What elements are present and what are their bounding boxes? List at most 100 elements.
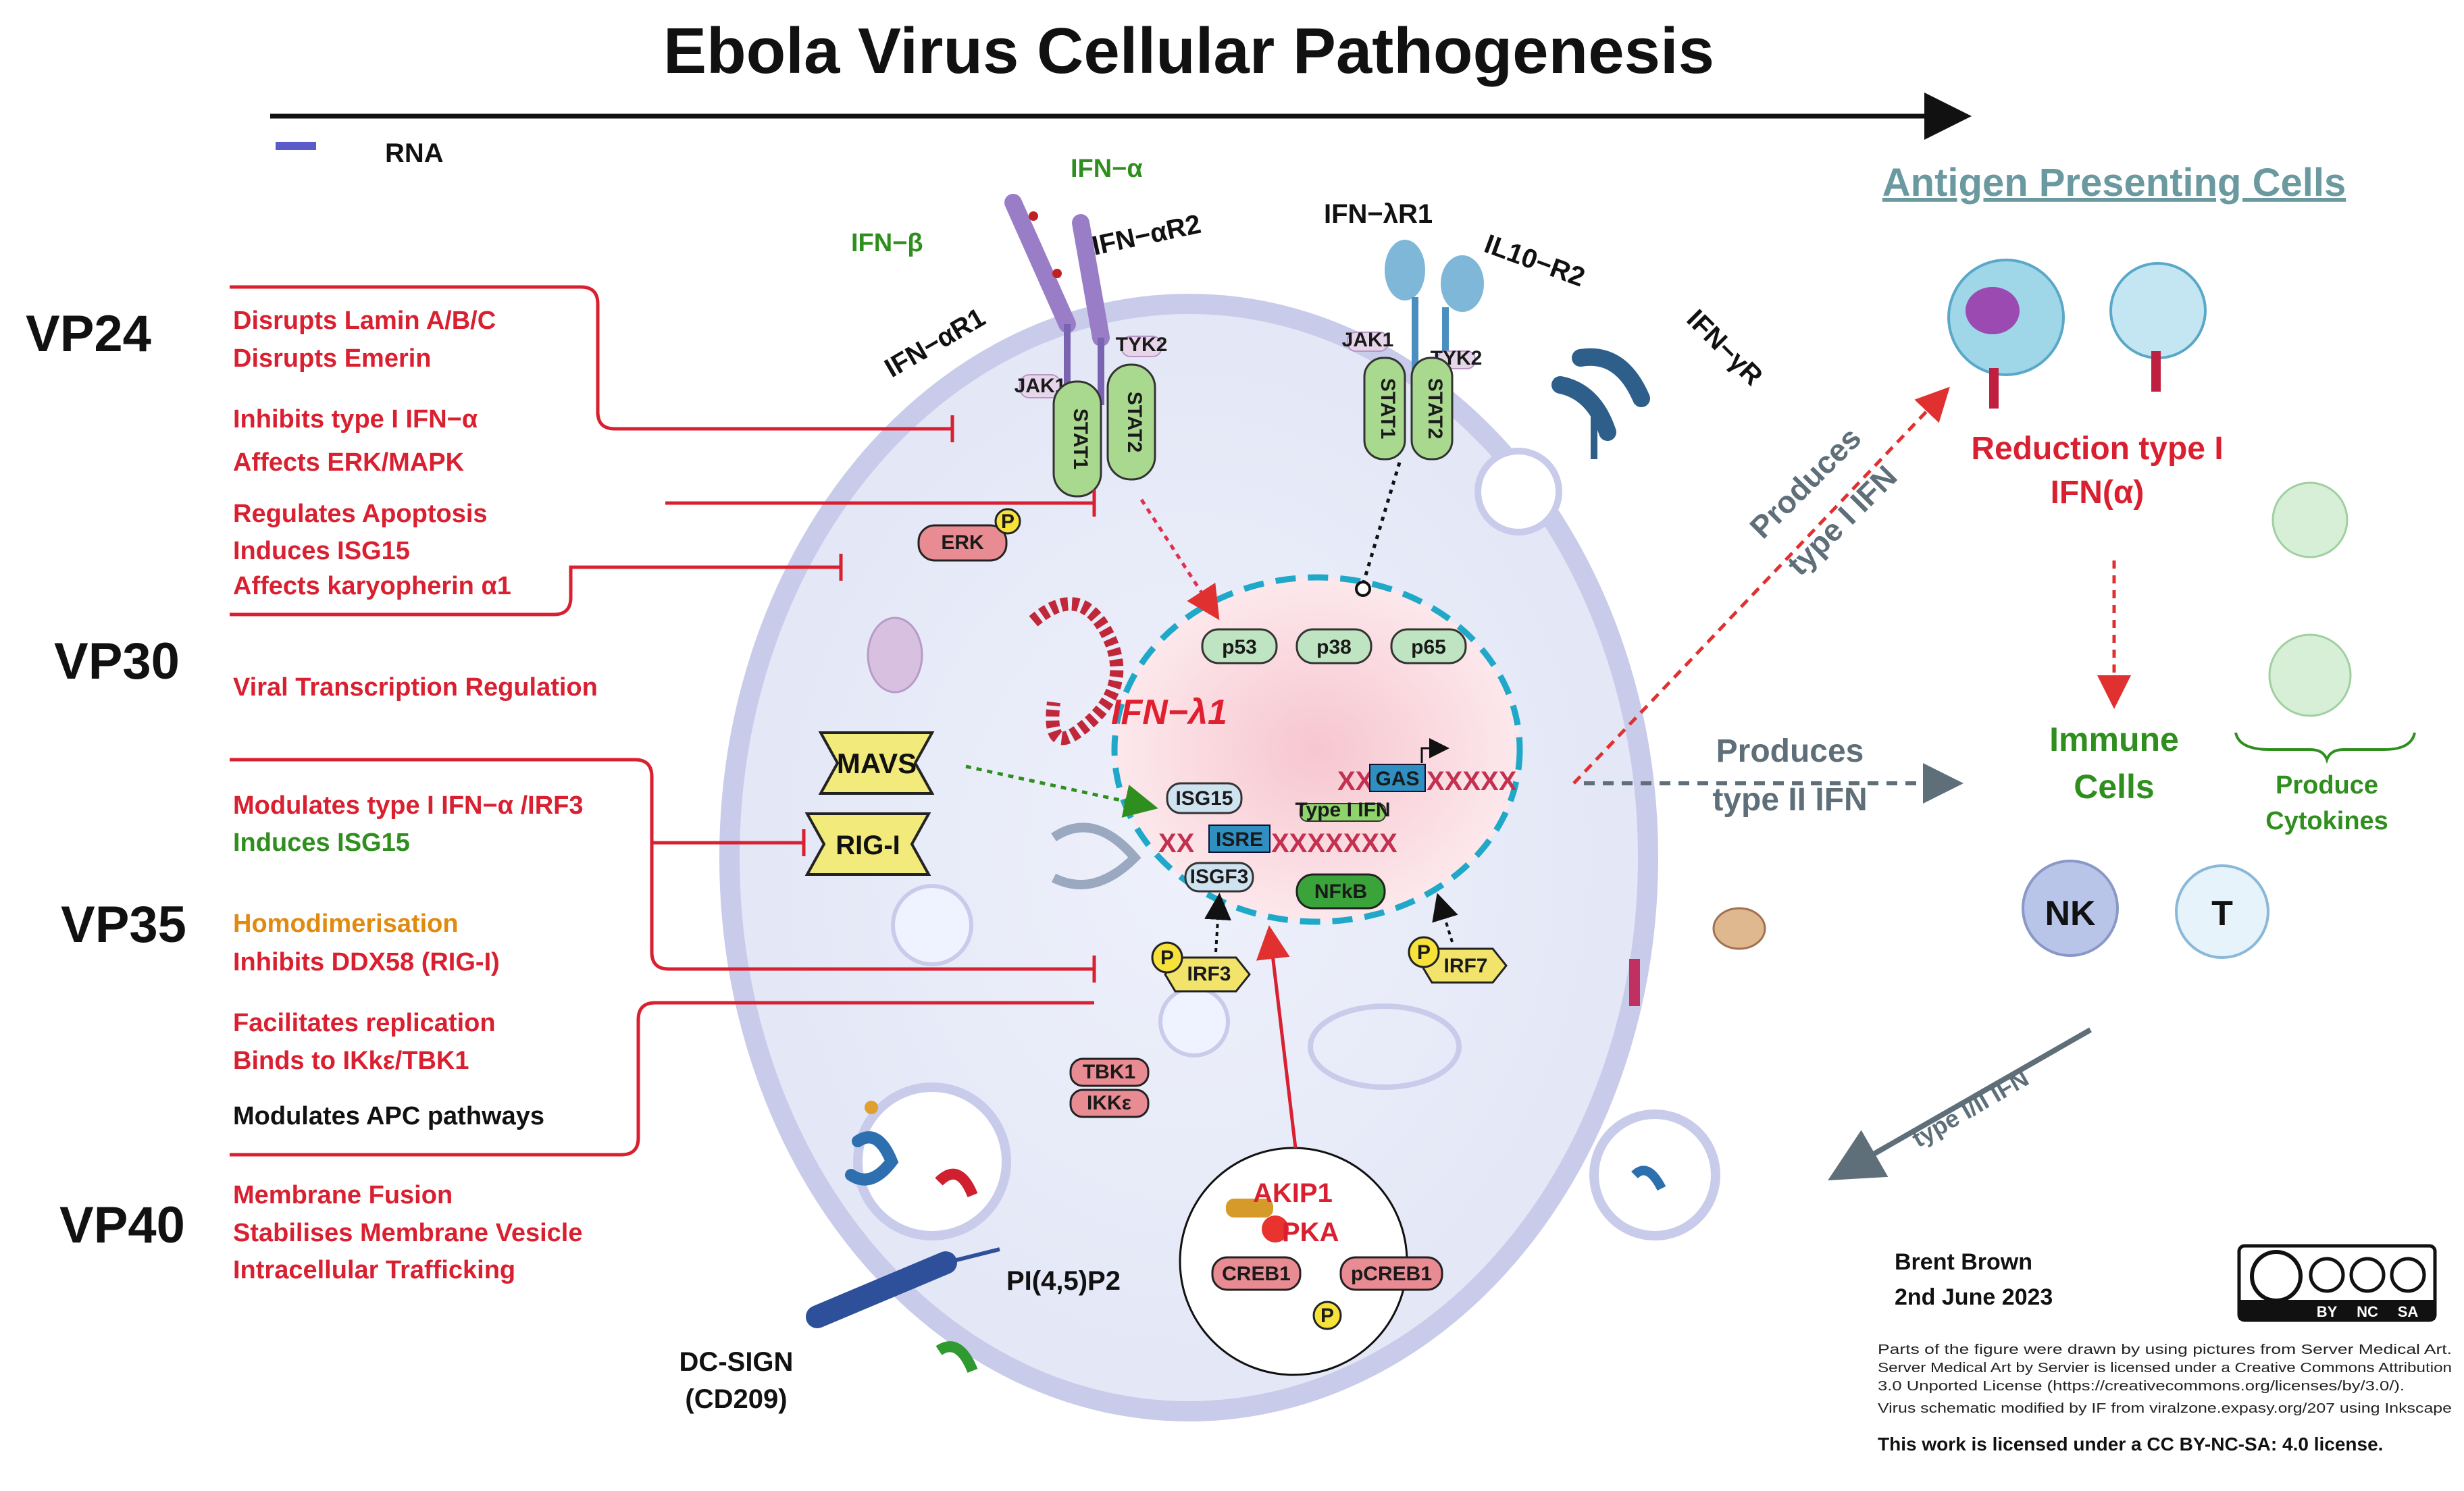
fine-print: Parts of the figure were drawn by using … [1878,1342,2452,1416]
vp40-block: VP40 Membrane Fusion Stabilises Membrane… [59,1181,583,1284]
pcreb1-label: pCREB1 [1351,1263,1432,1285]
dna-isre: XX ISRE XXXXXXX Type I IFN [1158,799,1397,858]
vp30-label: VP30 [54,633,180,690]
fine-print-2: 3.0 Unported License (https://creativeco… [1878,1379,2405,1394]
pka-to-nucleus [1256,925,1298,1149]
golgi-er-organelles [867,597,1141,889]
apc-title: Antigen Presenting Cells [1882,161,2346,205]
stat-to-nucleus-arrow [1139,498,1220,621]
vp40-effect-1: Stabilises Membrane Vesicle [233,1219,583,1247]
fine-print-1: Server Medical Art by Servier is license… [1878,1361,2452,1376]
erk-label: ERK [941,531,984,554]
cc-badge-nc: NC [2357,1303,2378,1320]
vp35-label: VP35 [61,896,186,953]
erk-pill: ERK P [917,508,1021,562]
license-statement: This work is licensed under a CC BY-NC-S… [1878,1434,2383,1455]
nfkb-pill: NFkB [1295,873,1386,910]
dc-sign-label: DC-SIGN [679,1347,794,1377]
stat1-label: STAT1 [1069,409,1092,470]
fine-print-3: Virus schematic modified by IF from vira… [1878,1401,2452,1416]
type-iii-ifn-label: type I/II IFN [1907,1064,2034,1153]
vp40-label: VP40 [59,1197,185,1254]
ifn-lambda-receptor [1385,240,1484,378]
fine-print-0: Parts of the figure were drawn by using … [1878,1342,2452,1357]
isg15-label: ISG15 [1175,787,1233,810]
vp35-effect-1: Induces ISG15 [233,829,410,857]
vp30-block: VP30 Viral Transcription Regulation [54,633,598,702]
t-cell-label: T [2211,894,2233,933]
svg-text:XX: XX [1158,829,1195,858]
ifn-gamma-r-label: IFN−γR [1681,304,1768,391]
tbk1-label: TBK1 [1083,1061,1135,1083]
cc-badge-sa: SA [2398,1303,2419,1320]
stat1-stat2-alpha: STAT1 STAT2 [1052,363,1156,498]
vp40-effect-0: Membrane Fusion [233,1181,453,1209]
erk-p-label: P [1001,511,1015,533]
cytokines-line2: Cytokines [2265,807,2388,835]
isgf3-pill: ISGF3 [1184,862,1254,893]
irf3-label: IRF3 [1187,963,1231,985]
produces-type2-line2: type II IFN [1712,782,1867,818]
cytokines-line1: Produce [2276,771,2378,800]
dc-sign-receptor [806,1247,1000,1328]
type-iii-ifn-arrow [1828,1027,2092,1180]
immune-cells-line1: Immune [2049,721,2179,758]
vp24-block: VP24 Disrupts Lamin A/B/C Disrupts Emeri… [26,285,1096,617]
nk-cell-label: NK [2045,894,2096,933]
cc-license-badge: BY NC SA [2237,1244,2437,1322]
vp35-effect-6: Modulates APC pathways [233,1102,544,1130]
vp30-effect-0: Viral Transcription Regulation [233,673,598,702]
svg-text:XXXXX: XXXXX [1427,766,1517,796]
vp35-effect-0: Modulates type I IFN−α /IRF3 [233,791,584,820]
vp35-effect-5: Binds to IKkε/TBK1 [233,1047,469,1075]
produces-type2-line1: Produces [1716,733,1864,769]
irf3-to-isgf3 [1204,893,1231,953]
ifn-alpha-label: IFN−α [1071,155,1143,183]
nfkb-label: NFkB [1314,881,1367,903]
irf7-pill: IRF7 P [1408,936,1508,984]
reduction-line1: Reduction type I [1971,431,2223,467]
apc-cells [1947,259,2352,959]
vp24-effect-1: Disrupts Emerin [233,344,432,373]
vp24-effect-2: Inhibits type I IFN−α [233,405,478,434]
creb-p-label: P [1320,1305,1334,1327]
rig-i-label: RIG-I [836,831,900,860]
irf7-p-label: P [1417,941,1431,964]
vp35-effect-2: Homodimerisation [233,910,459,938]
mavs-label: MAVS [837,748,917,779]
svg-text:XX: XX [1337,766,1374,796]
il10-r2-label: IL10−R2 [1481,229,1589,292]
cytokines-brace [2234,732,2416,764]
irf3-pill: IRF3 P [1151,941,1251,993]
ikke-label: IKKε [1087,1092,1131,1114]
ifn-lambda1-label: IFN−λ1 [1111,693,1227,732]
irf3-p-label: P [1160,947,1174,969]
vp40-effect-2: Intracellular Trafficking [233,1256,515,1284]
author-date: 2nd June 2023 [1895,1284,2053,1310]
isgf3-label: ISGF3 [1190,866,1249,888]
stat2-lambda-label: STAT2 [1424,378,1446,440]
type-i-ifn-label: Type I IFN [1295,799,1390,821]
vp24-effect-0: Disrupts Lamin A/B/C [233,307,496,335]
p65-label: p65 [1411,636,1446,658]
dna-gas: XX GAS XXXXX [1337,738,1517,796]
p53-pill: p53 [1201,628,1278,664]
tyk2-label: TYK2 [1116,334,1168,356]
svg-text:XXXXXXX: XXXXXXX [1271,829,1397,858]
pka-label: PKA [1282,1218,1339,1247]
jak1-tyk2-alpha: JAK1 TYK2 [1015,334,1168,398]
vp24-label: VP24 [26,305,151,363]
vp24-effect-6: Affects karyopherin α1 [233,572,511,600]
ikke-pill: IKKε [1069,1089,1150,1118]
author-name: Brent Brown [1895,1249,2032,1275]
isg15-pill: ISG15 [1166,782,1243,814]
immune-cells-line2: Cells [2074,768,2155,806]
tbk1-pill: TBK1 [1069,1057,1150,1087]
gas-label: GAS [1375,768,1419,790]
diagram-title: Ebola Virus Cellular Pathogenesis [663,15,1714,87]
vp24-effect-3: Affects ERK/MAPK [233,448,465,477]
rig-i-box: RIG-I [804,812,931,876]
vp24-effect-4: Regulates Apoptosis [233,500,488,528]
ifn-gamma-receptor [1551,348,1650,459]
